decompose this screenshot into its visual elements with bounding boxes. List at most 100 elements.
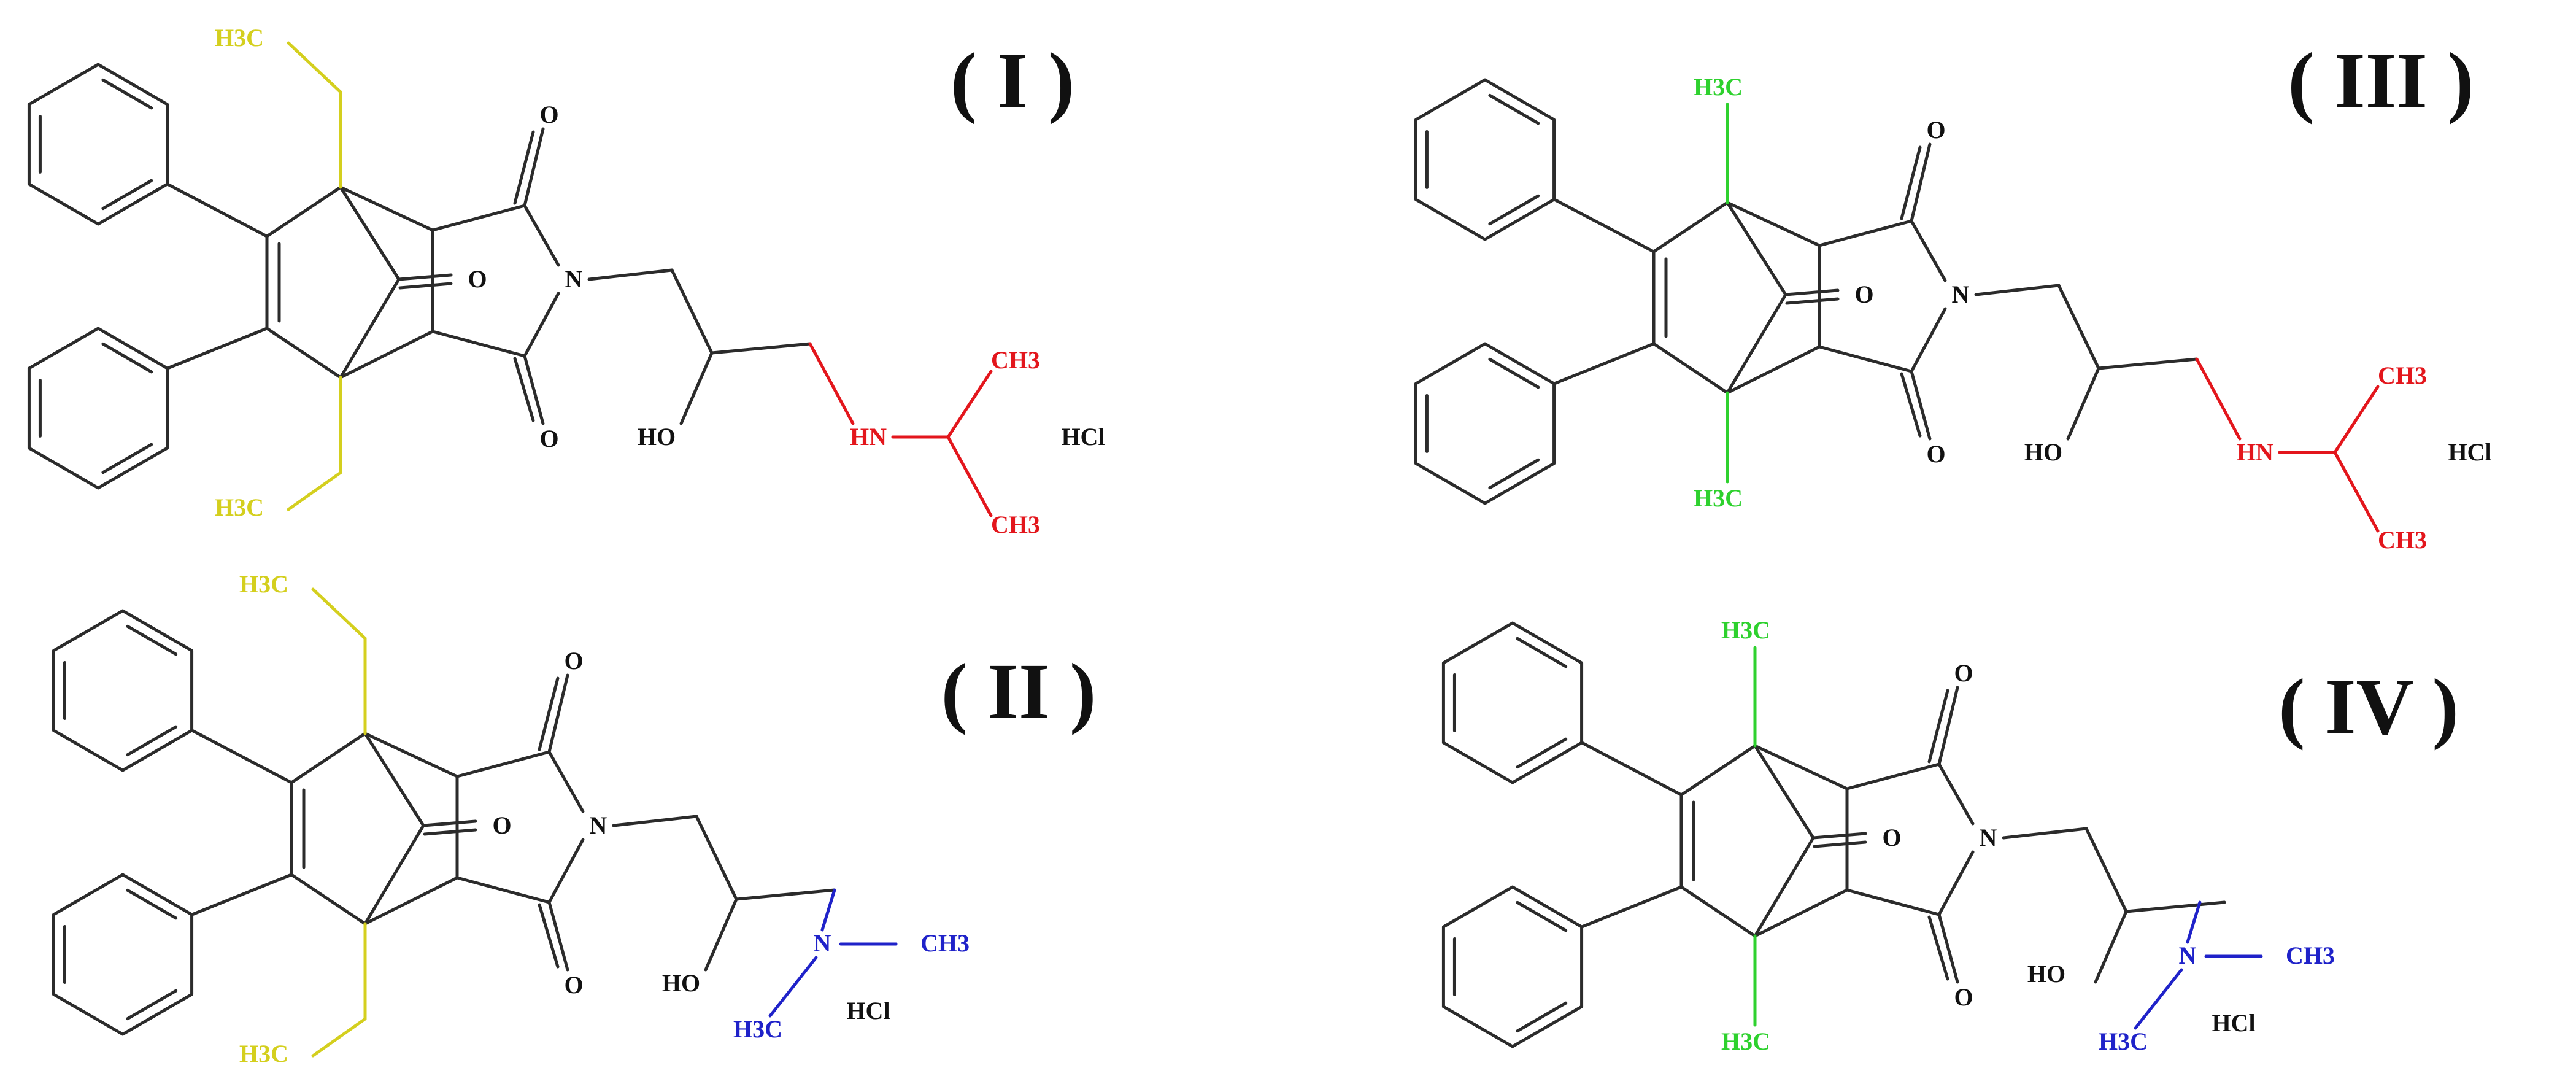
bond (455, 750, 551, 778)
methyl-label-2: H3C (733, 1015, 782, 1043)
bridge-bond (363, 824, 425, 926)
n-methyl-bond (2134, 968, 2183, 1030)
phenyl-ring-top (1414, 78, 1556, 241)
bond (1652, 201, 1729, 254)
phenyl-ring-top-double-bond (126, 725, 178, 757)
amine-bond (2195, 357, 2242, 441)
bridge-bond (1726, 293, 1787, 395)
hydroxyl-bond (2094, 910, 2128, 984)
phenyl-ring-bottom-double-bond (1488, 458, 1540, 490)
amine-group (768, 888, 898, 1018)
chain-bond (2124, 900, 2226, 913)
bottom-substituent-label: H3C (215, 493, 264, 521)
bottom-substituent-label: H3C (1721, 1028, 1770, 1055)
amine-bond (820, 888, 836, 932)
bond (1652, 342, 1729, 395)
bond (431, 204, 526, 232)
chain-bond (735, 888, 836, 901)
bridgehead-substituents (311, 587, 367, 1058)
amine-bond (2186, 900, 2202, 944)
bond (265, 185, 342, 238)
phenyl-ring-bottom-double-bond (101, 342, 153, 374)
phenyl-ring-bottom (27, 327, 169, 490)
bridge-carbonyl-double (1813, 840, 1867, 848)
phenyl-link-bottom (166, 327, 269, 370)
carbonyl-oxygen-bottom: O (564, 971, 583, 999)
core-skeleton (1441, 621, 2226, 1048)
amine-nitrogen-label: HN (2237, 438, 2273, 466)
isopropyl-bond (2333, 385, 2380, 454)
n-methyl-bond (768, 956, 818, 1018)
imide-bond (1910, 219, 1947, 282)
amine-group (808, 342, 993, 517)
phenyl-ring-bottom-double-bond (126, 888, 178, 920)
carbonyl-top-double (1900, 145, 1922, 220)
compound-numeral: ( IV ) (2278, 663, 2459, 751)
bridge-carbonyl-oxygen: O (468, 265, 487, 293)
bond (339, 330, 434, 379)
bridge-bond (339, 277, 401, 379)
phenyl-link-top (1552, 198, 1656, 254)
phenyl-ring-top-double-bond (126, 624, 178, 656)
carbonyl-bottom (1937, 913, 1959, 984)
ethyl-bond (311, 1017, 367, 1058)
carbonyl-top (1910, 142, 1932, 223)
carbonyl-oxygen-top: O (1926, 116, 1945, 144)
bond (363, 732, 459, 778)
bond (1845, 762, 1941, 791)
methyl-label-1: CH3 (991, 346, 1040, 374)
carbonyl-bottom-double (1900, 372, 1922, 438)
phenyl-link-bottom (1580, 885, 1683, 929)
top-substituent-label: H3C (1721, 616, 1770, 644)
carbonyl-bottom-double (513, 357, 535, 422)
top-substituent-label: H3C (215, 24, 264, 52)
imide-bond (1937, 850, 1975, 916)
imide-bond (547, 750, 585, 813)
imide-nitrogen: N (1980, 824, 1997, 851)
imide-bond (1910, 307, 1947, 373)
carbonyl-bottom (1910, 370, 1932, 441)
bond (431, 330, 526, 358)
methyl-label-1: CH3 (2286, 942, 2335, 969)
salt-label: HCl (2448, 438, 2491, 466)
bond (290, 873, 367, 926)
hydroxyl-label: HO (638, 423, 676, 451)
core-skeleton (1414, 78, 2199, 505)
carbonyl-top-double (513, 130, 535, 205)
bridge-bond (1753, 836, 1815, 938)
amine-nitrogen-label: N (2179, 942, 2197, 969)
phenyl-link-bottom (190, 873, 293, 916)
isopropyl-bond (946, 370, 993, 439)
carbonyl-top-double (538, 676, 560, 751)
chain-bond (2084, 827, 2128, 913)
amine-group (2134, 900, 2263, 1030)
ethyl-bond (311, 587, 367, 640)
hydroxyl-bond (704, 897, 738, 972)
methyl-label-1: CH3 (920, 929, 970, 957)
carbonyl-top (547, 673, 569, 754)
phenyl-ring-bottom (1441, 885, 1584, 1048)
phenyl-ring-bottom-double-bond (126, 989, 178, 1021)
carbonyl-oxygen-bottom: O (1954, 983, 1973, 1011)
carbonyl-bottom (547, 900, 569, 972)
bond (455, 876, 551, 904)
amine-group (2195, 357, 2380, 533)
bond (1753, 888, 1849, 938)
amine-nitrogen-label: N (814, 929, 831, 957)
bridge-carbonyl-oxygen: O (1882, 824, 1901, 851)
bond (363, 876, 459, 926)
carbonyl-bottom (523, 354, 545, 425)
compound-numeral: ( III ) (2288, 37, 2474, 125)
phenyl-ring-top (27, 63, 169, 226)
bond (339, 185, 434, 232)
phenyl-ring-top-double-bond (1488, 194, 1540, 226)
carbonyl-bottom-double (538, 903, 560, 969)
carbonyl-oxygen-top: O (1954, 659, 1973, 687)
carbonyl-top (1937, 686, 1959, 766)
molecule-IV: H3C H3C O O O N HO N CH3 H3C HCl ( IV ) (1441, 616, 2459, 1055)
salt-label: HCl (2212, 1009, 2255, 1037)
imide-bond (547, 838, 585, 904)
chain-bond (670, 268, 714, 355)
